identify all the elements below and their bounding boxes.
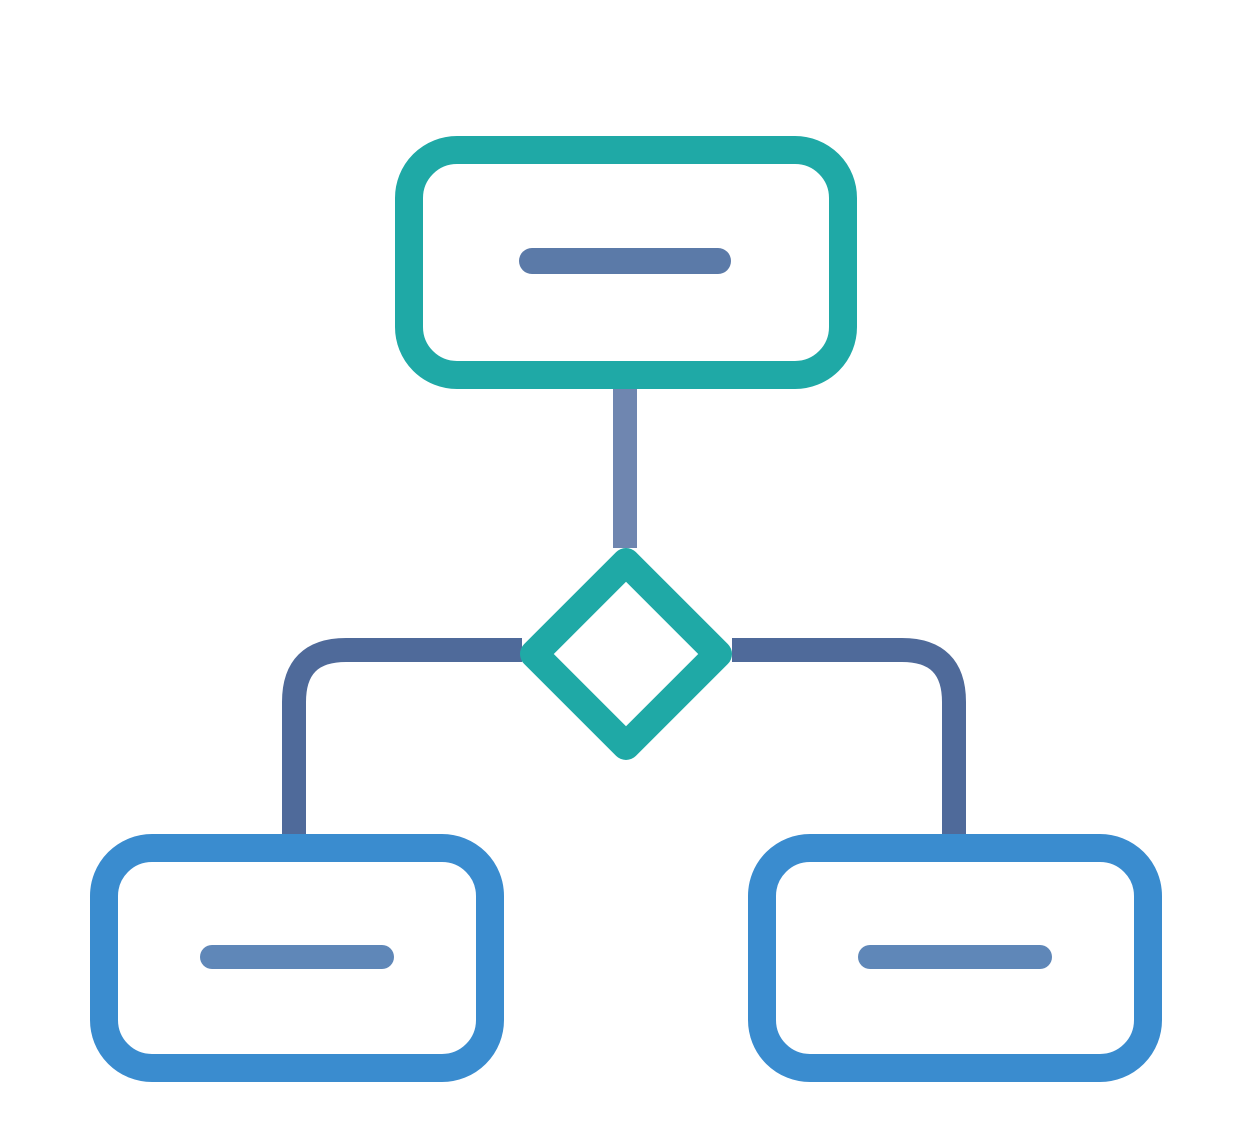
right-box-frame: [748, 834, 1162, 1082]
top-box: [395, 136, 857, 389]
left-box-frame: [90, 834, 504, 1082]
left-box: [90, 834, 504, 1082]
connector-decision-to-left: [282, 638, 522, 835]
right-box: [748, 834, 1162, 1082]
decision-diamond: [520, 548, 732, 760]
top-box-frame: [395, 136, 857, 389]
connector-decision-to-right: [732, 638, 966, 835]
